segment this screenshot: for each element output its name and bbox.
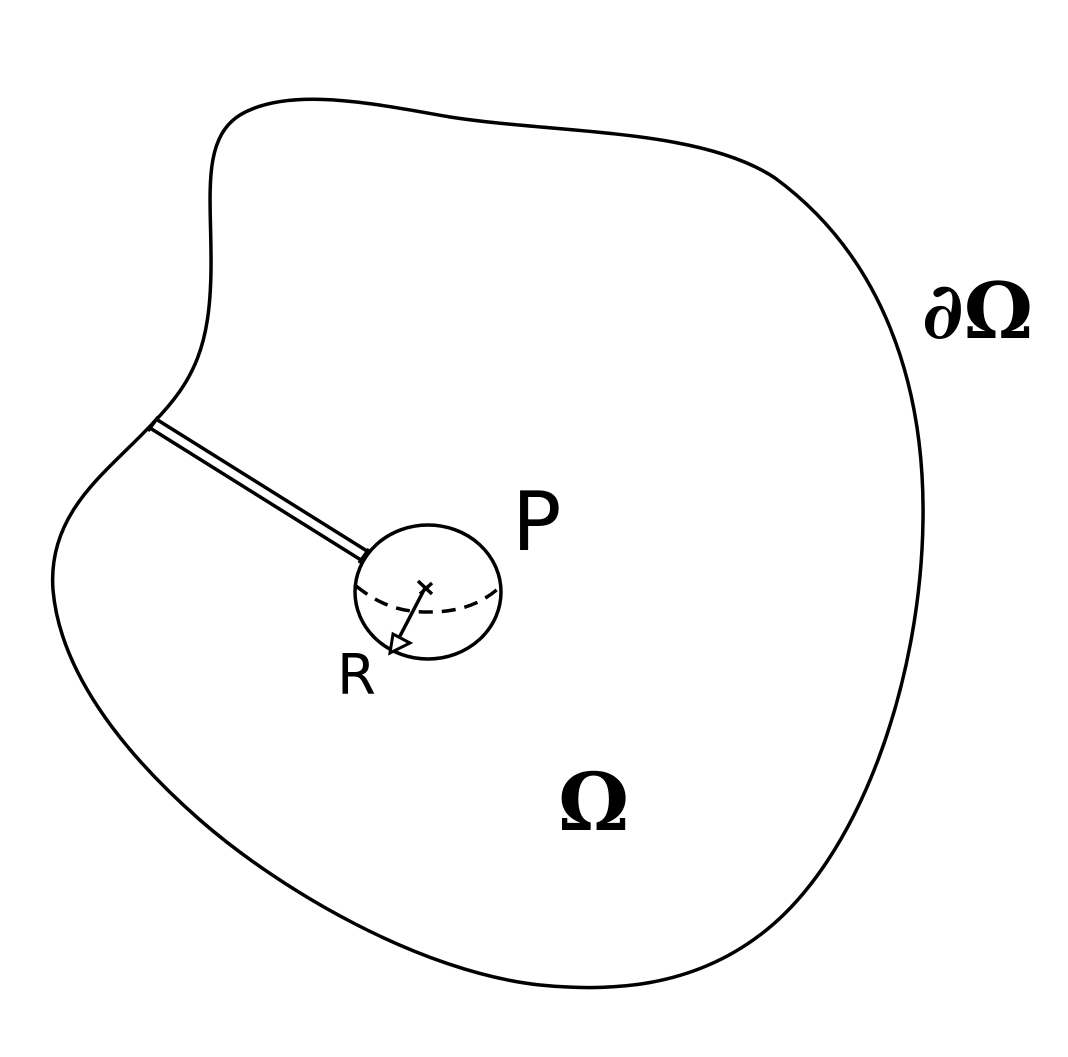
center-mark-icon bbox=[416, 579, 434, 596]
label-domain: Ω bbox=[558, 755, 629, 849]
label-boundary: ∂Ω bbox=[922, 266, 1033, 357]
label-point: P bbox=[512, 475, 561, 570]
boundary-curve bbox=[50, 97, 925, 990]
radius-arrow-icon bbox=[388, 587, 427, 656]
ball-outline bbox=[353, 523, 503, 661]
label-radius: R bbox=[337, 643, 376, 708]
cut-channel bbox=[146, 415, 371, 565]
ball-equator-dashed bbox=[354, 584, 502, 614]
